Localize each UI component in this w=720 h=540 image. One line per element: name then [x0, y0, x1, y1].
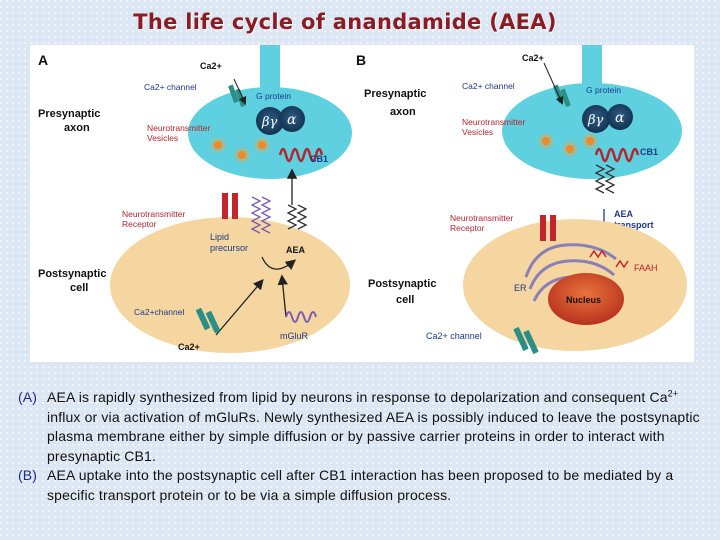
faah-label: FAAH	[634, 263, 658, 273]
beta-gamma-label-b: βγ	[587, 113, 604, 128]
cb1-receptor-b	[594, 147, 640, 163]
aea-transport-label-1: AEA	[614, 209, 634, 219]
alpha-label-b: α	[615, 110, 625, 126]
synthesis-arrow	[261, 256, 297, 270]
presynaptic-label-2: axon	[64, 122, 90, 134]
presynaptic-label-b-2: axon	[390, 106, 416, 118]
nt-receptor-label-b-2: Receptor	[450, 223, 485, 233]
ca-channel-bottom-a	[195, 308, 221, 333]
neurotransmitter-vesicles-b	[537, 132, 599, 158]
lipid-precursor-molecule	[250, 196, 262, 234]
caption-b-label: (B)	[18, 467, 38, 484]
nt-receptor-b	[540, 215, 556, 241]
ca-activation-arrow	[215, 279, 264, 336]
er-label: ER	[514, 283, 527, 293]
nt-receptor-label-2: Receptor	[122, 219, 157, 229]
panel-a-letter: A	[38, 52, 48, 68]
postsynaptic-label-b-2: cell	[396, 294, 414, 306]
nt-vesicles-label-2: Vesicles	[147, 133, 178, 143]
postsynaptic-cell-body	[110, 217, 350, 353]
nucleus-label: Nucleus	[566, 295, 601, 305]
nt-vesicles-label-b-1: Neurotransmitter	[462, 117, 525, 127]
aea-transport-label-2: transport	[614, 220, 654, 230]
presynaptic-axon-stem-b	[582, 45, 602, 93]
mglur-activation-arrow	[277, 274, 288, 318]
ca-channel-bottom-label-b: Ca2+ channel	[426, 331, 482, 341]
ca-top-label-b: Ca2+	[522, 53, 544, 63]
caption-a-text-1: AEA is rapidly synthesized from lipid by…	[47, 389, 668, 405]
caption-b: (B) AEA uptake into the postsynaptic cel…	[18, 466, 700, 505]
caption-a-sup: 2+	[667, 388, 679, 399]
mglur-receptor	[285, 311, 317, 323]
g-protein-b: βγ α	[582, 104, 633, 133]
figure-caption: (A) AEA is rapidly synthesized from lipi…	[18, 388, 700, 506]
cb1-receptor	[278, 147, 324, 163]
postsynaptic-label-1: Postsynaptic	[38, 268, 106, 280]
cb1-label-b: CB1	[640, 147, 658, 157]
lipid-label-2: precursor	[210, 243, 248, 253]
life-cycle-diagram: A βγ α G protein Ca2+ Ca2+ channel	[38, 45, 687, 354]
panel-b-letter: B	[356, 52, 366, 68]
mglur-label: mGluR	[280, 331, 309, 341]
ca-channel-label: Ca2+ channel	[144, 82, 197, 92]
nt-vesicles-label-1: Neurotransmitter	[147, 123, 210, 133]
cb1-label: CB1	[310, 154, 328, 164]
ca-influx-arrow-top-b	[543, 62, 564, 105]
ca-influx-arrow-top	[233, 78, 247, 105]
ca-bottom-label: Ca2+	[178, 342, 200, 352]
postsynaptic-label-b-1: Postsynaptic	[368, 278, 436, 290]
ca-top-label: Ca2+	[200, 61, 222, 71]
alpha-label: α	[287, 112, 297, 128]
panel-b: B βγ α G protein Ca2+ Ca2+ channel Presy…	[356, 45, 687, 354]
caption-a-text: AEA is rapidly synthesized from lipid by…	[47, 388, 700, 466]
caption-a: (A) AEA is rapidly synthesized from lipi…	[18, 388, 700, 466]
beta-gamma-label: βγ	[261, 115, 278, 130]
faah-enzyme	[589, 249, 607, 259]
nucleus	[548, 273, 624, 325]
panel-a: A βγ α G protein Ca2+ Ca2+ channel	[38, 45, 352, 353]
caption-a-label: (A)	[18, 389, 38, 405]
page-title: The life cycle of anandamide (AEA)	[133, 10, 557, 34]
ca-channel-label-b: Ca2+ channel	[462, 81, 515, 91]
g-protein-label: G protein	[256, 91, 291, 101]
ca-channel-bottom-b	[513, 327, 539, 354]
nt-receptor-a	[222, 193, 238, 219]
postsynaptic-label-2: cell	[70, 282, 88, 294]
nt-receptor-label-1: Neurotransmitter	[122, 209, 185, 219]
presynaptic-label-1: Presynaptic	[38, 108, 100, 120]
g-protein: βγ α	[256, 106, 305, 135]
lipid-label-1: Lipid	[210, 232, 229, 242]
presynaptic-axon-stem	[260, 45, 280, 93]
aea-molecule	[286, 204, 298, 230]
aea-molecule-b	[594, 164, 606, 194]
g-protein-label-b: G protein	[586, 85, 621, 95]
aea-label: AEA	[286, 245, 306, 255]
caption-a-text-2: influx or via activation of mGluRs. Newl…	[47, 408, 700, 464]
caption-b-text: AEA uptake into the postsynaptic cell af…	[47, 467, 674, 503]
ca-channel-bottom-label: Ca2+channel	[134, 307, 184, 317]
nt-receptor-label-b-1: Neurotransmitter	[450, 213, 513, 223]
neurotransmitter-vesicles	[209, 136, 271, 164]
presynaptic-label-b-1: Presynaptic	[364, 88, 426, 100]
diagram-figure: A βγ α G protein Ca2+ Ca2+ channel	[30, 45, 694, 362]
nt-vesicles-label-b-2: Vesicles	[462, 127, 493, 137]
